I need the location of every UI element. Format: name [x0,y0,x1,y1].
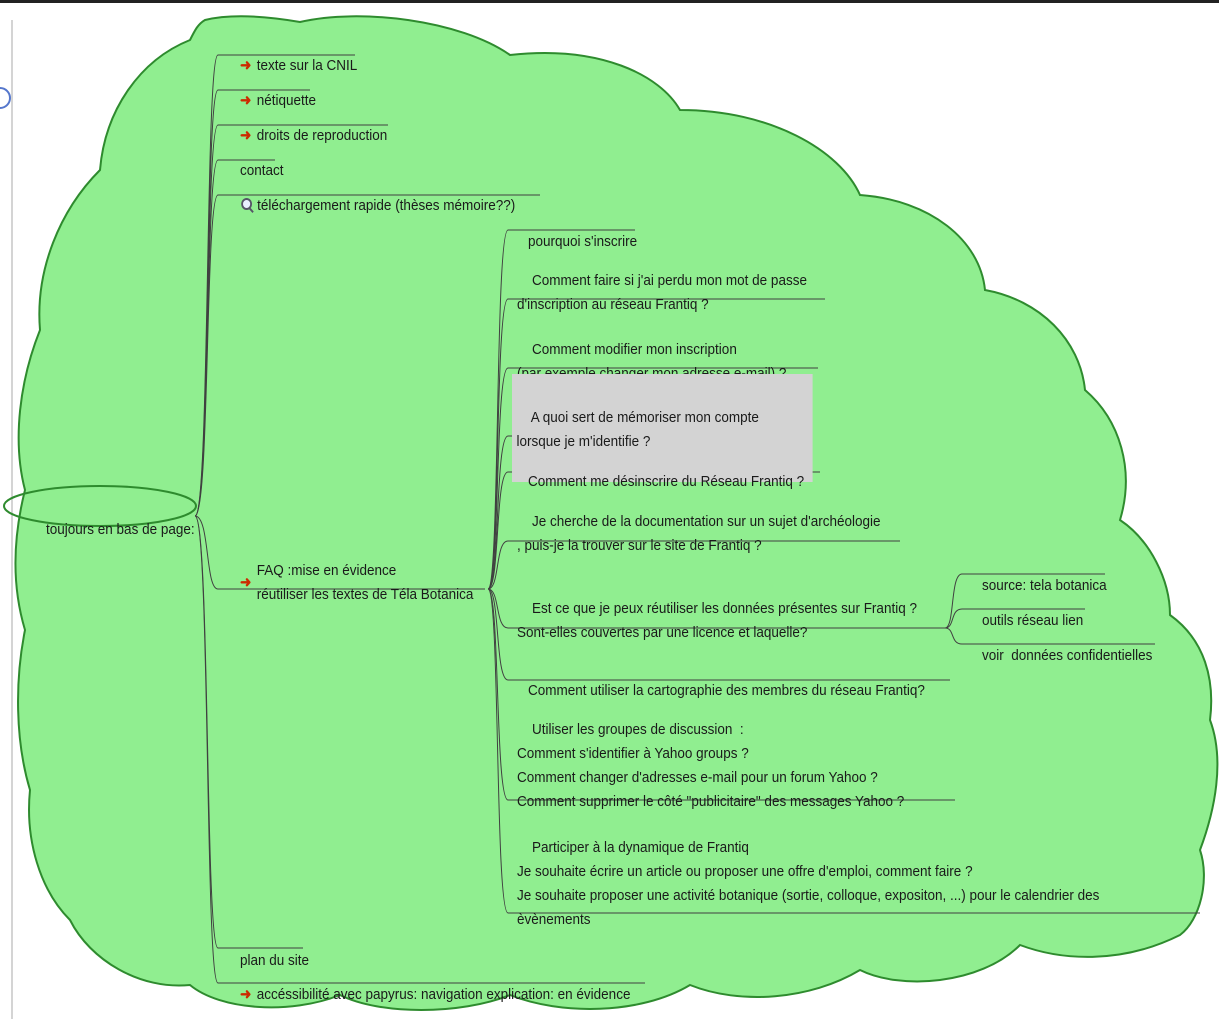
branch-line-faq [487,435,773,590]
node-label: téléchargement rapide (thèses mémoire??) [257,197,516,214]
faq-item[interactable]: Comment utiliser la cartographie des mem… [513,655,925,727]
node-faq[interactable]: ➜FAQ :mise en évidence réutiliser les te… [225,535,473,631]
branch-line-reuse [944,627,1155,645]
branch-line-faq [487,588,950,681]
faq-item-label: Comment me désinscrire du Réseau Frantiq… [528,473,805,490]
faq-item[interactable]: Comment faire si j'ai perdu mon mot de p… [517,245,807,341]
faq-item-label: Utiliser les groupes de discussion : Com… [517,721,905,810]
faq-item[interactable]: Je cherche de la documentation sur un su… [517,486,881,582]
red-arrow-icon: ➜ [240,92,252,109]
connector-lines [194,54,1200,984]
faq-item-label: Comment utiliser la cartographie des mem… [528,682,925,699]
faq-item-label: Comment modifier mon inscription (par ex… [517,341,786,382]
faq-item-label: pourquoi s'inscrire [528,233,638,250]
magnifier-icon [240,197,254,212]
left-edge-partial-circle [0,87,11,109]
faq-item-label: Participer à la dynamique de Frantiq Je … [517,839,1100,928]
faq-item[interactable]: Utiliser les groupes de discussion : Com… [517,694,904,838]
faq-item-label: Je cherche de la documentation sur un su… [517,513,881,554]
faq-item-label: Est ce que je peux réutiliser les donnée… [517,600,917,641]
reuse-child-label: source: tela botanica [982,577,1107,594]
red-arrow-icon: ➜ [240,986,252,1003]
reuse-child[interactable]: outils réseau lien [967,585,1083,657]
red-arrow-icon: ➜ [240,127,252,144]
faq-item[interactable]: pourquoi s'inscrire [513,206,637,278]
branch-line-reuse [944,573,1105,629]
green-cloud-shape [14,15,1219,1011]
node-label: contact [240,162,284,179]
node-plan-du-site[interactable]: plan du site [225,925,309,997]
branch-line-level1 [194,515,645,984]
red-arrow-icon: ➜ [240,57,252,74]
faq-item[interactable]: Est ce que je peux réutiliser les donnée… [517,573,917,669]
faq-item[interactable]: Comment modifier mon inscription (par ex… [517,314,786,410]
branch-line-faq [487,298,825,590]
faq-item-label: A quoi sert de mémoriser mon compte lors… [516,409,759,450]
branch-line-faq [487,588,1200,914]
node-label: texte sur la CNIL [256,57,358,74]
root-node[interactable]: toujours en bas de page: [31,494,195,566]
node-label: accéssibilité avec papyrus: navigation e… [256,986,631,1003]
node-label: droits de reproduction [256,127,388,144]
reuse-child-label: voir données confidentielles [982,647,1153,664]
branch-line-level1 [194,194,540,517]
branch-line-faq [487,588,948,629]
faq-item[interactable]: Comment me désinscrire du Réseau Frantiq… [513,446,804,518]
branch-line-reuse [944,608,1085,629]
node-label: FAQ :mise en évidence réutiliser les tex… [256,562,474,603]
branch-line-faq [487,588,955,801]
branch-line-level1 [194,515,485,590]
branch-line-faq [487,471,820,590]
node-accessibilite[interactable]: ➜accéssibilité avec papyrus: navigation … [225,959,630,1031]
faq-item-label: Comment faire si j'ai perdu mon mot de p… [517,272,807,313]
node-label: plan du site [240,952,310,969]
node-texte-cnil[interactable]: ➜texte sur la CNIL [225,30,357,102]
node-netiquette[interactable]: ➜nétiquette [225,65,316,137]
reuse-child[interactable]: voir données confidentielles [967,620,1152,692]
red-arrow-icon: ➜ [240,574,252,591]
faq-item-highlighted[interactable]: A quoi sert de mémoriser mon compte lors… [512,374,813,482]
faq-item[interactable]: Participer à la dynamique de Frantiq Je … [517,812,1099,956]
reuse-child[interactable]: source: tela botanica [967,550,1107,622]
node-label: nétiquette [256,92,317,109]
branch-line-faq [487,540,900,590]
root-node-outline [3,485,197,527]
node-contact[interactable]: contact [225,135,284,207]
node-droits-reproduction[interactable]: ➜droits de reproduction [225,100,387,172]
root-node-label: toujours en bas de page: [46,521,195,538]
reuse-child-label: outils réseau lien [982,612,1084,629]
branch-line-faq [487,367,818,590]
node-telechargement[interactable]: téléchargement rapide (thèses mémoire??) [225,170,515,242]
